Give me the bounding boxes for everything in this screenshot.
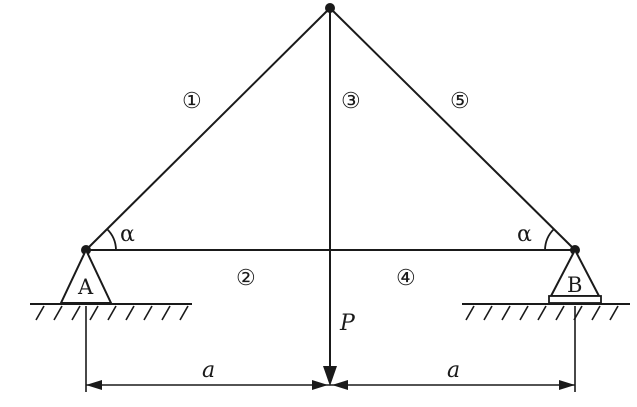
member-5-line <box>329 7 576 251</box>
dim-arrow-left-start <box>86 380 102 390</box>
load-arrow-head <box>323 366 337 386</box>
member-1-label: ① <box>182 89 202 114</box>
member-4-label: ④ <box>396 266 416 291</box>
ground-left-hatching <box>35 305 189 321</box>
support-b-label: B <box>567 273 582 297</box>
support-b-roller <box>548 295 602 304</box>
dim-arrow-right-start <box>332 380 348 390</box>
right-angle-arc <box>544 228 555 251</box>
dim-arrow-right-end <box>559 380 575 390</box>
ground-right-hatching <box>465 305 619 321</box>
member-2-label: ② <box>236 266 256 291</box>
load-label: P <box>339 311 356 336</box>
left-angle-label: α <box>120 222 135 247</box>
member-3-label: ③ <box>341 89 361 114</box>
top-joint <box>325 3 335 13</box>
member-1-line <box>85 7 331 251</box>
member-5-label: ⑤ <box>450 89 470 114</box>
dimension-right-label: a <box>447 358 460 383</box>
left-angle-arc <box>106 228 117 251</box>
dim-arrow-left-end <box>312 380 328 390</box>
dimension-left-label: a <box>202 358 215 383</box>
support-a-label: A <box>77 275 94 299</box>
right-angle-label: α <box>517 222 532 247</box>
